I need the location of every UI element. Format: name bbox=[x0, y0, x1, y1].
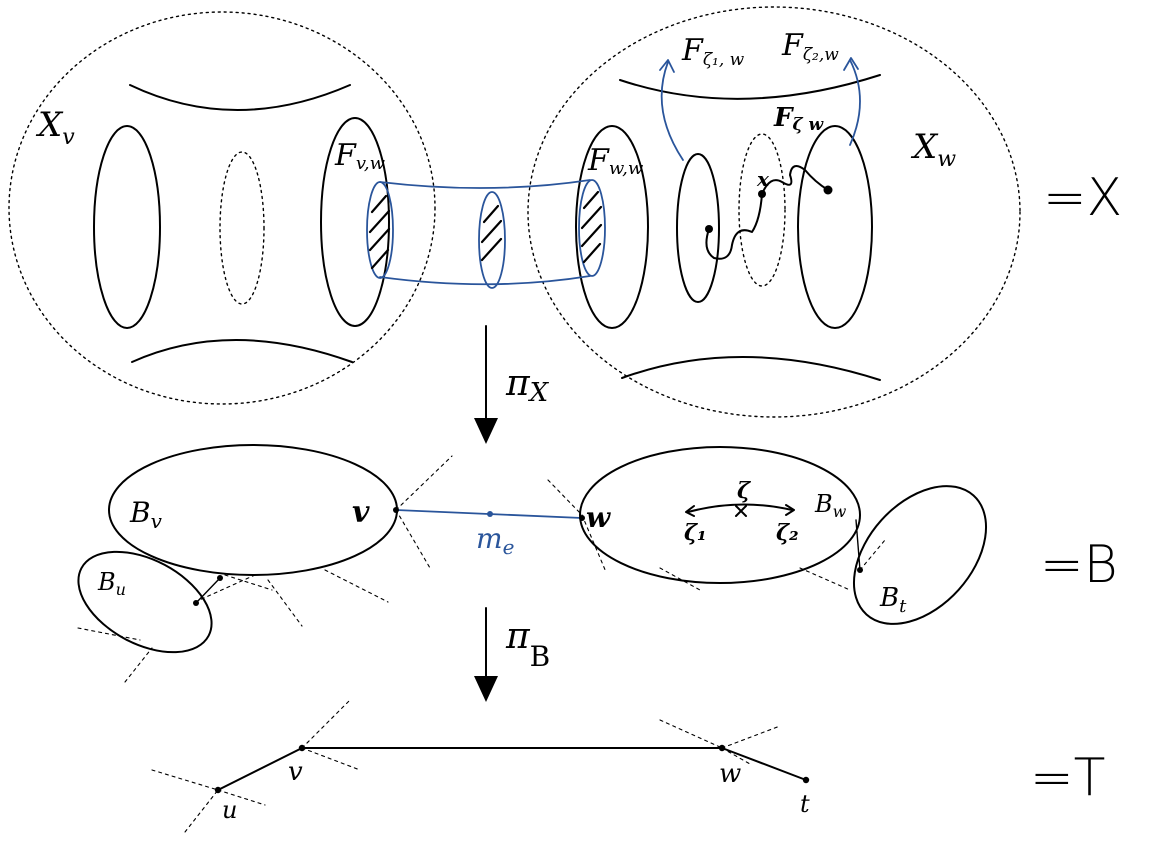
b-u-region bbox=[77, 550, 213, 654]
label-x-v: Xv bbox=[35, 105, 75, 150]
pi-b-arrow-head bbox=[474, 676, 498, 702]
x-v-left-fiber bbox=[93, 125, 161, 329]
t-edge-u-v bbox=[217, 747, 303, 791]
arrow-f-zeta2-head bbox=[843, 57, 859, 71]
tube-left-disc bbox=[366, 181, 394, 279]
b-w-region bbox=[579, 446, 861, 584]
path-x-dot bbox=[758, 190, 766, 198]
hatch-right bbox=[580, 190, 603, 264]
label-f-w-w: Fw,w bbox=[587, 143, 644, 179]
x-w-zeta-fiber-dotted bbox=[738, 133, 786, 287]
b-dashed-stubs bbox=[77, 455, 886, 683]
label-m-e: me bbox=[476, 522, 514, 559]
x-w-bottom-arc bbox=[621, 356, 881, 381]
midpoint-m-e-dot bbox=[487, 511, 493, 517]
label-f-zeta1-w: Fζ₁, w bbox=[681, 33, 745, 70]
label-pi-x: πX bbox=[505, 363, 550, 408]
label-t-w: w bbox=[719, 759, 741, 789]
label-node-w: w bbox=[586, 501, 611, 534]
label-b-t: Bt bbox=[879, 583, 907, 617]
label-t-v: v bbox=[288, 757, 303, 787]
label-zeta1: ζ₁ bbox=[684, 520, 707, 546]
label-b-w: Bw bbox=[814, 490, 847, 521]
x-w-region bbox=[527, 6, 1021, 418]
label-eq-x: =X bbox=[1043, 168, 1122, 228]
b-t-region bbox=[852, 485, 988, 625]
x-w-zeta1-fiber bbox=[676, 153, 720, 303]
path-start-dot bbox=[705, 225, 713, 233]
t-edge-w-t bbox=[721, 747, 807, 781]
label-f-zeta2-w: Fζ₂,w bbox=[781, 28, 839, 65]
node-w-dot bbox=[579, 515, 585, 521]
x-w-top-arc bbox=[619, 74, 881, 100]
b-w-zeta-arc bbox=[687, 503, 793, 513]
path-end-dot bbox=[823, 185, 833, 195]
arrow-f-zeta1-head bbox=[659, 59, 675, 73]
arrow-f-zeta2 bbox=[849, 59, 861, 146]
label-x-w: Xw bbox=[910, 127, 956, 172]
tube-middle-disc bbox=[478, 191, 506, 289]
label-f-zeta-w: Fζ w bbox=[773, 103, 824, 135]
label-node-v: v bbox=[352, 495, 370, 530]
label-f-v-w: Fv,w bbox=[334, 138, 386, 174]
t-node-w bbox=[718, 744, 726, 752]
tube-right-disc bbox=[578, 179, 606, 277]
b-w-zeta-arc-right-head bbox=[785, 504, 795, 516]
projection-pi-b: πB bbox=[474, 607, 550, 702]
x-v-bottom-arc bbox=[131, 339, 353, 363]
edge-b-u-to-b-v bbox=[195, 577, 221, 604]
edge-b-w-to-b-t bbox=[855, 519, 861, 571]
label-zeta2: ζ₂ bbox=[776, 520, 799, 546]
tube-top-edge bbox=[379, 179, 591, 189]
label-t-t: t bbox=[800, 790, 810, 818]
edge-tube bbox=[366, 179, 606, 289]
label-pi-b: πB bbox=[505, 616, 550, 673]
hatch-left bbox=[368, 194, 391, 270]
t-dashed-stubs bbox=[151, 699, 781, 833]
label-t-u: u bbox=[222, 796, 237, 824]
hatch-middle bbox=[480, 204, 503, 262]
x-v-middle-fiber-dotted bbox=[219, 151, 265, 305]
label-eq-b: =B bbox=[1040, 535, 1118, 595]
label-eq-t: =T bbox=[1030, 748, 1105, 808]
node-v-dot bbox=[393, 507, 399, 513]
x-v-region bbox=[8, 11, 436, 405]
arrow-f-zeta1 bbox=[660, 61, 684, 161]
space-b-group: Bv Bw Bu Bt v w me ζ ζ₁ ζ₂ =B bbox=[77, 444, 1118, 683]
b-w-zeta-arc-left-head bbox=[685, 505, 695, 517]
tree-t-group: u v w t =T bbox=[151, 699, 1105, 833]
x-v-right-fiber bbox=[320, 117, 390, 327]
t-node-t bbox=[802, 776, 810, 784]
b-v-attach-dot bbox=[217, 575, 223, 581]
t-node-u bbox=[214, 786, 222, 794]
t-node-v bbox=[298, 744, 306, 752]
label-b-v: Bv bbox=[129, 496, 163, 533]
space-x-group: Xv Xw Fv,w Fw,w Fζ₁, w Fζ₂,w Fζ w x =X bbox=[8, 6, 1122, 418]
b-t-attach-dot bbox=[857, 567, 863, 573]
b-w-zeta-cross bbox=[735, 505, 747, 517]
label-b-u: Bu bbox=[97, 568, 126, 599]
x-v-top-arc bbox=[129, 84, 351, 111]
x-w-zeta2-fiber bbox=[797, 125, 873, 329]
label-x-point: x bbox=[756, 167, 770, 191]
b-u-attach-dot bbox=[193, 600, 199, 606]
x-w-left-fiber bbox=[575, 125, 649, 329]
label-zeta: ζ bbox=[737, 478, 751, 504]
projection-pi-x: πX bbox=[474, 325, 550, 444]
pi-x-arrow-head bbox=[474, 418, 498, 444]
